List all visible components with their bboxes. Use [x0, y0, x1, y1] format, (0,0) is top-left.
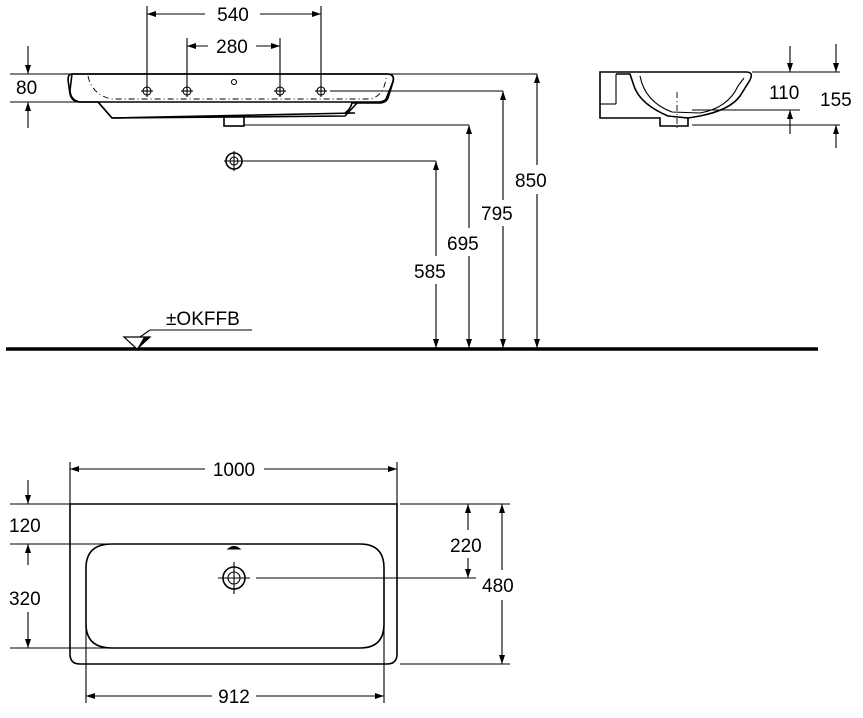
dim-bowl-depth: 110	[769, 83, 799, 104]
dim-total-depth: 155	[820, 90, 852, 111]
dim-rim-thickness: 80	[16, 78, 37, 99]
basin-side-bowl	[616, 73, 689, 119]
drain-icon	[218, 562, 250, 594]
overflow-slot	[226, 546, 242, 550]
basin-top-bowl	[85, 543, 385, 649]
dim-drain-offset: 220	[450, 536, 482, 557]
dim-rear-margin: 120	[9, 516, 41, 537]
dim-overall-width: 1000	[213, 460, 255, 481]
top-view: 1000 120 320 220 480	[9, 460, 514, 708]
dim-height-rim: 850	[515, 171, 547, 192]
basin-front-hidden-line	[87, 75, 387, 100]
basin-side-outline	[599, 71, 753, 127]
basin-side-inner	[639, 75, 745, 114]
tap-holes	[141, 85, 327, 97]
floor-reference-label: ±OKFFB	[166, 309, 240, 330]
dim-tap-spacing-outer: 540	[217, 5, 249, 26]
basin-front-rim	[67, 73, 395, 103]
basin-front-bowl	[97, 101, 359, 119]
dim-overall-depth: 480	[482, 576, 514, 597]
waste-outlet	[223, 115, 245, 127]
trap-icon	[224, 151, 244, 171]
dim-bowl-width: 912	[218, 687, 250, 708]
dim-height-waste: 695	[447, 234, 479, 255]
basin-top-outline	[69, 503, 398, 665]
overflow-hole-icon	[230, 78, 238, 86]
floor-reference-symbol: ±OKFFB	[122, 309, 252, 350]
dim-bowl-depth-plan: 320	[9, 589, 41, 610]
side-view: 110 155	[599, 44, 852, 148]
dim-height-overflow: 795	[481, 204, 513, 225]
front-view: 540 280 80 850 795	[6, 5, 818, 351]
dim-tap-spacing-inner: 280	[216, 37, 248, 58]
dim-height-trap: 585	[414, 262, 446, 283]
